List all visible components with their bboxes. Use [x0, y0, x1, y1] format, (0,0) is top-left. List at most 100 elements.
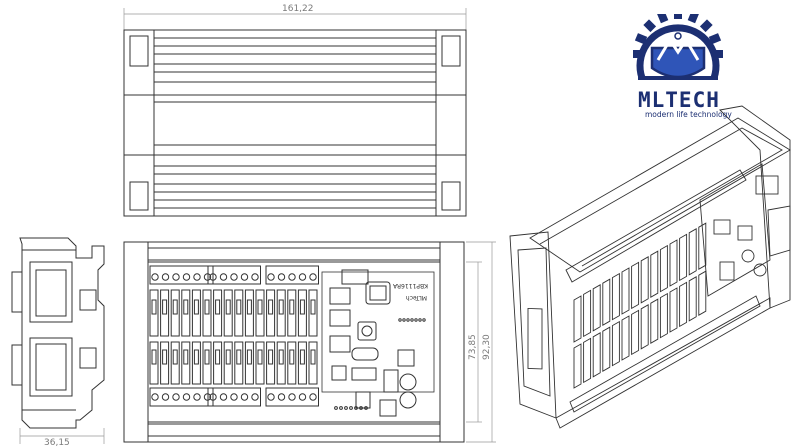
iso-relay — [611, 320, 620, 367]
iso-relays — [573, 222, 707, 389]
relay — [170, 341, 180, 385]
iso-relay — [573, 343, 582, 389]
relay-window — [193, 299, 199, 315]
iso-relay — [573, 295, 582, 343]
iso-relay — [640, 256, 649, 304]
relay — [287, 289, 297, 337]
iso-relay — [621, 315, 630, 361]
relay-window — [204, 349, 210, 365]
relay-window — [257, 299, 263, 315]
pcb-label-model: KBP1116RA — [392, 282, 428, 289]
terminal-screw — [309, 393, 317, 401]
relay-window — [268, 299, 274, 315]
relay — [287, 341, 297, 385]
top-width-dimension: 161,22 — [282, 4, 314, 14]
pcb-pad — [354, 406, 358, 410]
brand-tagline: modern life technology — [645, 110, 732, 119]
relay — [244, 289, 254, 337]
terminal-screw — [182, 393, 191, 401]
relay — [297, 341, 307, 385]
relay-window — [204, 299, 210, 315]
terminal-screw — [240, 273, 249, 281]
terminal-screw — [209, 393, 217, 401]
relay — [160, 341, 170, 385]
terminal-screw — [288, 273, 296, 281]
outer-height-dimension: 92,30 — [482, 334, 492, 360]
relay-window — [278, 349, 284, 365]
iso-relay — [592, 332, 601, 378]
pcb-pad — [349, 406, 353, 410]
iso-relay — [602, 278, 611, 326]
terminal-screw — [240, 393, 249, 401]
relay — [234, 289, 244, 337]
pcb-pad — [406, 318, 410, 322]
terminal-screw — [267, 393, 275, 401]
pcb-pad — [410, 318, 414, 322]
relay — [308, 341, 318, 385]
relay-window — [215, 299, 221, 315]
iso-relay — [679, 281, 688, 328]
terminal-screw — [182, 273, 191, 281]
relay — [170, 289, 180, 337]
gear-tooth — [634, 33, 648, 45]
terminal-screw — [172, 393, 180, 401]
terminal-screw — [230, 393, 238, 401]
terminal-block — [265, 265, 319, 285]
iso-relay — [621, 267, 630, 315]
inner-height-dimension: 73,85 — [468, 334, 478, 360]
pcb-pad — [364, 406, 368, 410]
terminal-block — [207, 265, 261, 285]
pcb-pad — [359, 406, 363, 410]
relay-window — [151, 299, 157, 315]
gear-tooth — [699, 19, 713, 33]
terminal-screw — [267, 273, 275, 281]
pcb-pad — [398, 318, 402, 322]
terminal-screw — [151, 393, 159, 401]
relay — [202, 289, 212, 337]
iso-relay — [698, 270, 707, 316]
terminal-screw — [161, 273, 170, 281]
iso-relay — [640, 304, 649, 350]
terminal-screw — [277, 273, 286, 281]
iso-relay — [611, 272, 620, 321]
relay — [308, 289, 318, 337]
terminal-screw — [298, 393, 307, 401]
terminal-screw — [288, 393, 296, 401]
relay-window — [299, 299, 305, 315]
isometric-view — [509, 105, 791, 429]
relay — [181, 341, 191, 385]
relay — [255, 341, 265, 385]
iso-relay — [650, 250, 659, 298]
relay — [223, 289, 233, 337]
relay — [149, 289, 159, 337]
iso-relay — [669, 287, 678, 333]
relay-window — [151, 349, 157, 365]
relay — [276, 341, 286, 385]
pcb-pad — [334, 406, 338, 410]
terminal-screw — [193, 393, 201, 401]
relay — [149, 341, 159, 385]
gear-tooth — [708, 33, 722, 45]
terminal-screw — [309, 273, 317, 281]
gear-tooth — [633, 50, 643, 59]
pcb-pad — [402, 318, 406, 322]
relay-window — [246, 299, 252, 315]
relay-window — [193, 349, 199, 365]
terminal-screw — [209, 273, 217, 281]
brand-logo — [633, 14, 723, 80]
terminal-screw — [219, 273, 228, 281]
header-connector — [341, 269, 369, 285]
relay-window — [172, 349, 178, 365]
relay-window — [172, 299, 178, 315]
iso-relay — [631, 261, 640, 310]
terminal-screw — [251, 393, 259, 401]
terminal-screw — [277, 393, 286, 401]
relay-window — [225, 299, 231, 315]
terminal-screw — [193, 273, 201, 281]
iso-relay — [650, 298, 659, 344]
terminal-blocks-bottom — [149, 387, 319, 407]
gear-tooth — [643, 19, 657, 33]
brand-name: MLTECH — [638, 88, 720, 112]
relay — [255, 289, 265, 337]
